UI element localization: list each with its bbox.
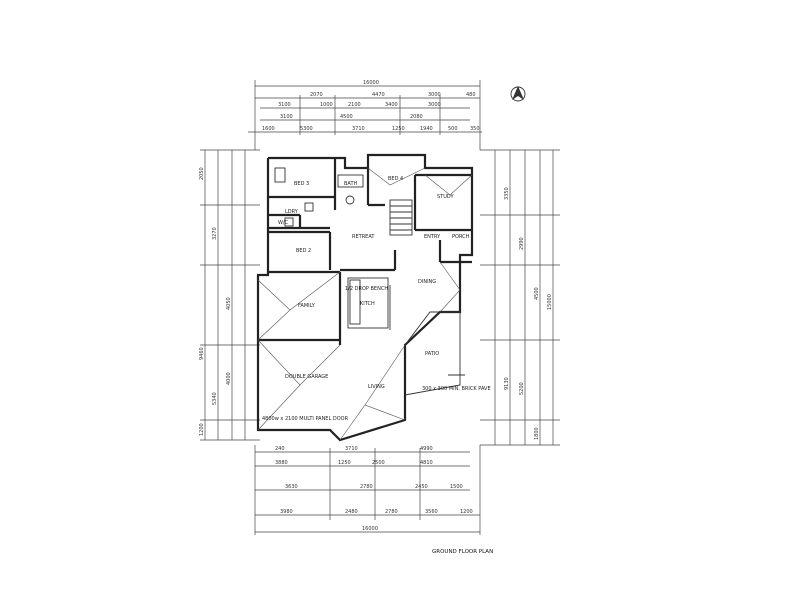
- dim-right: 3350: [504, 187, 510, 200]
- dim-right: 4500: [534, 287, 540, 300]
- dim-top: 4500: [340, 114, 353, 120]
- dim-bottom: 3710: [345, 446, 358, 452]
- bench-label: 1/2 DROP BENCH: [345, 286, 388, 292]
- dim-top: 3400: [385, 102, 398, 108]
- room-garage: DOUBLE GARAGE: [285, 374, 328, 380]
- dim-top: 4470: [372, 92, 385, 98]
- dim-bottom: 2450: [415, 484, 428, 490]
- dim-left: 1200: [199, 423, 205, 436]
- room-bed3: BED 3: [294, 181, 309, 187]
- room-family: FAMILY: [298, 303, 316, 309]
- dim-bottom: 2780: [360, 484, 373, 490]
- dim-top: 350: [470, 126, 480, 132]
- room-bath: BATH: [344, 181, 358, 187]
- room-living: LIVING: [368, 384, 385, 390]
- dim-bottom: 1500: [450, 484, 463, 490]
- dim-left: 5340: [212, 392, 218, 405]
- dim-bottom: 3880: [275, 460, 288, 466]
- dim-top: 1940: [420, 126, 433, 132]
- dim-top: 1600: [262, 126, 275, 132]
- dim-left: 3270: [212, 227, 218, 240]
- north-arrow-icon: [510, 86, 526, 102]
- dim-top: 3100: [280, 114, 293, 120]
- right-dimensions: 3350 2990 4500 9130 5200 1800 15000: [480, 149, 560, 446]
- dim-top: 480: [466, 92, 476, 98]
- dim-top: 2100: [348, 102, 361, 108]
- dim-bottom: 3560: [425, 509, 438, 515]
- room-bed2: BED 2: [296, 248, 311, 254]
- garage-door-label: 4800w x 2100 MULTI PANEL DOOR: [262, 416, 349, 422]
- dim-bottom: 4810: [420, 460, 433, 466]
- plan-title: GROUND FLOOR PLAN: [432, 549, 493, 555]
- dim-left: 4000: [226, 372, 232, 385]
- dim-top: 2080: [410, 114, 423, 120]
- patio-area: [404, 311, 465, 396]
- dim-top: 2070: [310, 92, 323, 98]
- room-retreat: RETREAT: [352, 234, 375, 240]
- room-bed4: BED 4: [388, 176, 403, 182]
- room-entry: ENTRY: [424, 234, 441, 240]
- room-patio: PATIO: [425, 351, 439, 357]
- dim-right: 2990: [519, 237, 525, 250]
- top-dimensions: 16000 2070 4470 3000 480 3100 1000 2100 …: [248, 80, 482, 150]
- dim-top: 3000: [428, 102, 441, 108]
- paving-label: 300 x 300 MIN. BRICK PAVE: [422, 386, 491, 392]
- building-walls: [256, 153, 474, 442]
- dim-bottom: 2480: [345, 509, 358, 515]
- dim-bottom: 1250: [338, 460, 351, 466]
- room-laundry: LDRY: [285, 209, 299, 215]
- dim-bottom: 1200: [460, 509, 473, 515]
- left-dimensions: 2050 3270 4050 9460 4000 5340 1200: [199, 149, 260, 441]
- dim-right: 15000: [547, 294, 553, 310]
- room-study: STUDY: [437, 194, 454, 200]
- dim-right: 1800: [534, 427, 540, 440]
- bottom-dimensions: 240 3710 4990 3880 1250 2500 4810 3630 2…: [254, 445, 481, 535]
- dim-top-overall: 16000: [363, 80, 379, 86]
- dim-bottom: 2500: [372, 460, 385, 466]
- dim-left: 2050: [199, 167, 205, 180]
- room-kitchen: KITCH: [360, 301, 375, 307]
- dim-top: 3100: [278, 102, 291, 108]
- roof-hatch: [257, 167, 473, 441]
- dim-top: 500: [448, 126, 458, 132]
- room-labels: BED 3 BATH BED 4 STUDY LDRY W/C RETREAT …: [262, 176, 491, 422]
- dim-right: 9130: [504, 377, 510, 390]
- room-dining: DINING: [418, 279, 436, 285]
- dim-right: 5200: [519, 382, 525, 395]
- dim-top: 3710: [352, 126, 365, 132]
- dim-bottom: 240: [275, 446, 285, 452]
- dim-top: 1000: [320, 102, 333, 108]
- dim-top: 3000: [428, 92, 441, 98]
- dim-top: 1250: [392, 126, 405, 132]
- dim-bottom: 4990: [420, 446, 433, 452]
- dim-left: 4050: [226, 297, 232, 310]
- dim-bottom-overall: 16000: [362, 526, 378, 532]
- dim-top: 5300: [300, 126, 313, 132]
- room-porch: PORCH: [452, 234, 470, 240]
- dim-bottom: 2780: [385, 509, 398, 515]
- dim-bottom: 3980: [280, 509, 293, 515]
- dim-bottom: 3630: [285, 484, 298, 490]
- room-wc: W/C: [278, 220, 289, 226]
- dim-left: 9460: [199, 347, 205, 360]
